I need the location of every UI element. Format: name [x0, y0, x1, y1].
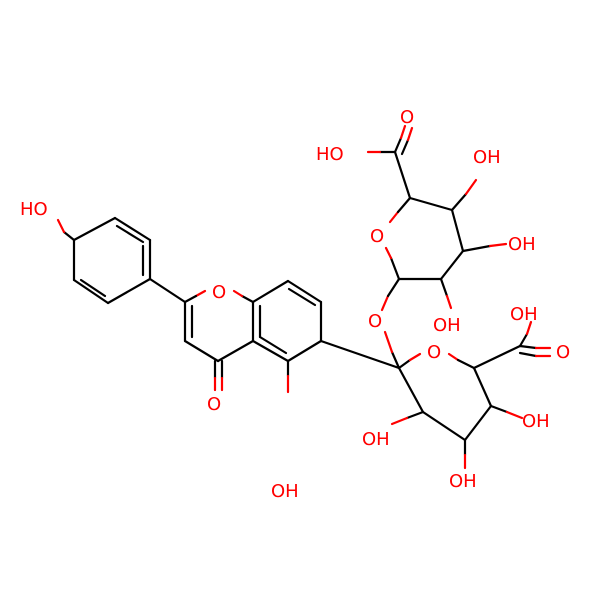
- bond: [386, 277, 401, 298]
- carboxyl-oxygen-label: O: [400, 107, 414, 128]
- bond: [518, 351, 538, 358]
- bond: [464, 178, 478, 196]
- bond: [183, 339, 220, 363]
- bond: [286, 279, 323, 304]
- bond: [505, 410, 524, 420]
- bond: [286, 339, 323, 363]
- phenyl-ring: [56, 216, 152, 305]
- bond: [72, 278, 110, 305]
- bond: [408, 352, 422, 362]
- bond-double: [115, 224, 145, 244]
- bond: [450, 208, 465, 253]
- hydroxyl-label: OH: [473, 147, 501, 168]
- bond: [518, 332, 529, 348]
- bond: [406, 126, 414, 142]
- bond: [390, 350, 401, 370]
- glycosidic-oxygen-label: O: [368, 311, 382, 332]
- hydroxyl-label: HO: [20, 199, 48, 220]
- carboxyl-hydroxyl-label: HO: [316, 144, 344, 165]
- carbonyl-oxygen-label: O: [207, 394, 221, 415]
- hydroxyl-label: OH: [508, 234, 536, 255]
- hydroxyl-label: OH: [271, 481, 299, 502]
- bond-double: [287, 287, 317, 307]
- bond: [251, 279, 290, 304]
- bond: [397, 366, 425, 414]
- bond: [232, 289, 244, 298]
- bond: [518, 344, 538, 350]
- bond: [472, 366, 493, 408]
- bond: [461, 244, 492, 253]
- bond: [106, 277, 152, 305]
- ring-oxygen-label: O: [370, 226, 384, 247]
- bond: [439, 277, 449, 298]
- benzo-ring: [251, 279, 323, 394]
- carboxyl-hydroxyl-label: OH: [510, 304, 538, 325]
- bond: [62, 230, 76, 242]
- bond: [393, 136, 403, 154]
- bond: [450, 192, 468, 212]
- bond: [408, 196, 454, 212]
- bond: [472, 344, 522, 370]
- bond: [194, 289, 207, 298]
- bond: [405, 410, 425, 420]
- pyranone-ring: [183, 289, 255, 392]
- bond: [388, 210, 400, 224]
- bond: [113, 216, 152, 242]
- bond: [72, 216, 117, 242]
- bond-double: [258, 335, 288, 355]
- bond: [384, 246, 393, 260]
- bond-double: [79, 278, 107, 298]
- bond: [445, 294, 453, 310]
- bond: [396, 196, 412, 214]
- carboxyl-oxygen-label: O: [556, 342, 570, 363]
- bond: [389, 256, 401, 281]
- ring-oxygen-label: O: [212, 282, 226, 303]
- hydroxyl-label: OH: [433, 315, 461, 336]
- bond: [56, 218, 66, 234]
- bond: [251, 339, 290, 363]
- bond: [216, 339, 255, 363]
- upper-sugar-ring: [366, 124, 508, 312]
- bond: [397, 358, 412, 370]
- bond: [319, 339, 401, 370]
- bond: [393, 150, 412, 200]
- bond: [421, 410, 467, 442]
- bond: [390, 416, 409, 426]
- bond: [456, 358, 476, 370]
- bond: [400, 138, 410, 156]
- hydroxyl-label: OH: [449, 471, 477, 492]
- bond: [148, 277, 187, 304]
- bond: [488, 242, 508, 248]
- bond: [489, 404, 509, 414]
- bond: [240, 294, 255, 304]
- atom-labels: HO O O OH O O OH O OH OH OH O HO O OH OH…: [20, 107, 570, 502]
- bond: [525, 320, 533, 336]
- bond: [399, 124, 407, 140]
- ring-oxygen-label: O: [427, 342, 441, 363]
- hydroxyl-label: OH: [522, 411, 550, 432]
- bond: [183, 294, 198, 304]
- bond: [380, 294, 390, 312]
- bond: [463, 404, 493, 442]
- bond: [383, 330, 394, 354]
- lower-sugar-ring: [383, 320, 552, 470]
- bond: [439, 249, 465, 281]
- hydroxyl-label: OH: [362, 429, 390, 450]
- bond: [447, 352, 460, 362]
